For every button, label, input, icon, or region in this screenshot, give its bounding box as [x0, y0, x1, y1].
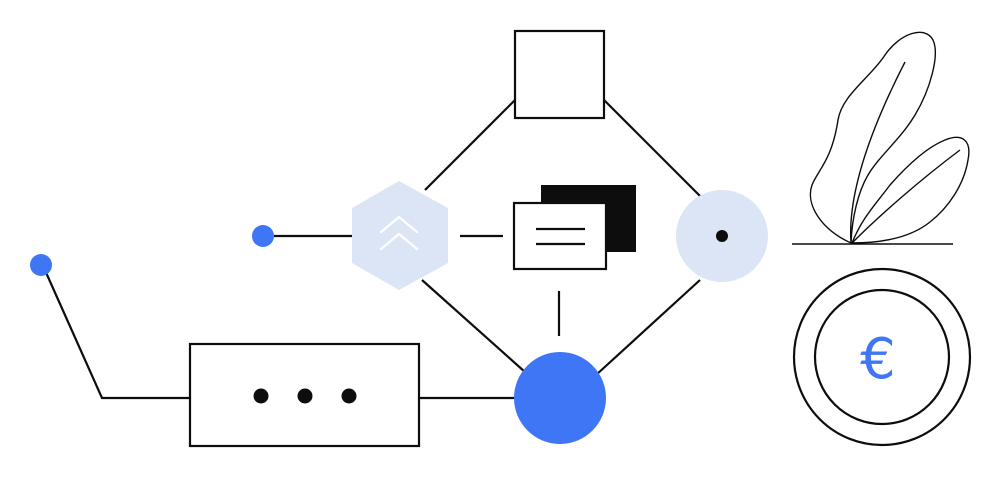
stacked-documents-icon — [512, 185, 636, 271]
top-square-node — [513, 29, 606, 120]
leaf-right — [851, 136, 970, 244]
leaf-plant-icon — [792, 31, 970, 245]
document-front — [512, 201, 608, 271]
endpoint-dot-left — [30, 254, 52, 276]
leaf-left — [809, 31, 936, 244]
hexagon-node — [352, 181, 448, 290]
target-center-dot — [716, 230, 728, 242]
bottom-blue-node — [514, 352, 606, 444]
euro-symbol: € — [860, 327, 896, 392]
coin-inner-ring — [813, 288, 951, 426]
ellipsis-box — [188, 342, 421, 448]
leaf-left-vein — [849, 61, 906, 244]
connector-top-to-target — [603, 99, 701, 197]
connector-target-to-bottom — [595, 279, 701, 376]
euro-coin-icon: € — [792, 267, 972, 447]
connector-hex-to-bottom — [421, 279, 526, 373]
chevrons-up-icon — [379, 215, 419, 251]
ellipsis-icon — [253, 388, 357, 404]
connector-top-to-hex — [424, 99, 516, 191]
leaf-right-vein — [851, 149, 961, 244]
connector-lines — [42, 99, 701, 400]
endpoint-dot-middle — [252, 225, 274, 247]
connector-left-dot-to-box — [42, 267, 190, 400]
target-node — [676, 190, 768, 282]
